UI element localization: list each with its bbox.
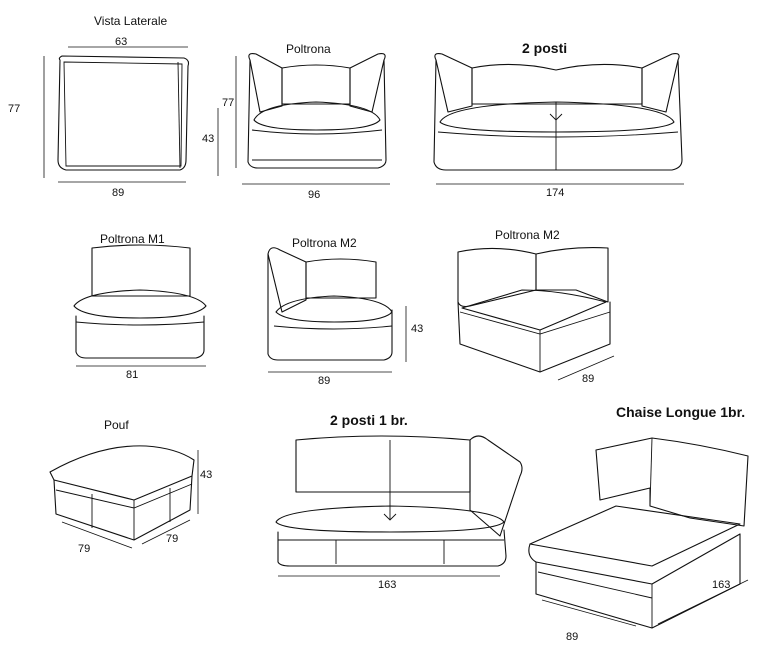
dim-pouf-width: 79 [78,543,91,555]
title-vista-laterale: Vista Laterale [94,14,168,28]
dim-vista-width: 63 [115,36,128,48]
dim-poltrona-height: 77 [222,97,235,109]
dim-pouf-depth: 79 [166,533,179,545]
poltrona-m2-front-drawing [267,247,407,373]
dim-2-posti-1-br-width: 163 [378,579,397,591]
two-seater-drawing [433,53,684,185]
title-poltrona: Poltrona [286,42,331,56]
pouf-drawing [49,445,199,549]
poltrona-m1-drawing [73,244,207,367]
dim-chaise-length: 163 [712,579,731,591]
dim-vista-seat-height: 43 [202,133,215,145]
dim-2-posti-width: 174 [546,187,565,199]
title-poltrona-m1: Poltrona M1 [100,232,165,246]
title-chaise-longue: Chaise Longue 1br. [616,404,746,420]
dim-poltrona-m2-corner: 89 [582,373,595,385]
dim-poltrona-m2-width: 89 [318,375,331,387]
dim-poltrona-m1-width: 81 [126,369,139,381]
poltrona-m2-corner-drawing [457,247,615,381]
dim-vista-depth: 89 [112,187,125,199]
title-2-posti: 2 posti [522,40,568,56]
chaise-longue-drawing [528,437,749,629]
side-view-drawing [43,46,219,183]
dim-chaise-width: 89 [566,631,579,643]
dim-vista-height: 77 [8,103,21,115]
title-poltrona-m2-corner: Poltrona M2 [495,228,560,242]
title-2-posti-1-br: 2 posti 1 br. [330,412,408,428]
two-seater-one-arm-drawing [275,435,523,577]
poltrona-drawing [235,53,390,185]
dim-poltrona-m2-seat-height: 43 [411,323,424,335]
dim-poltrona-width: 96 [308,189,321,201]
title-poltrona-m2-front: Poltrona M2 [292,236,357,250]
title-pouf: Pouf [104,418,129,432]
dim-pouf-height: 43 [200,469,213,481]
